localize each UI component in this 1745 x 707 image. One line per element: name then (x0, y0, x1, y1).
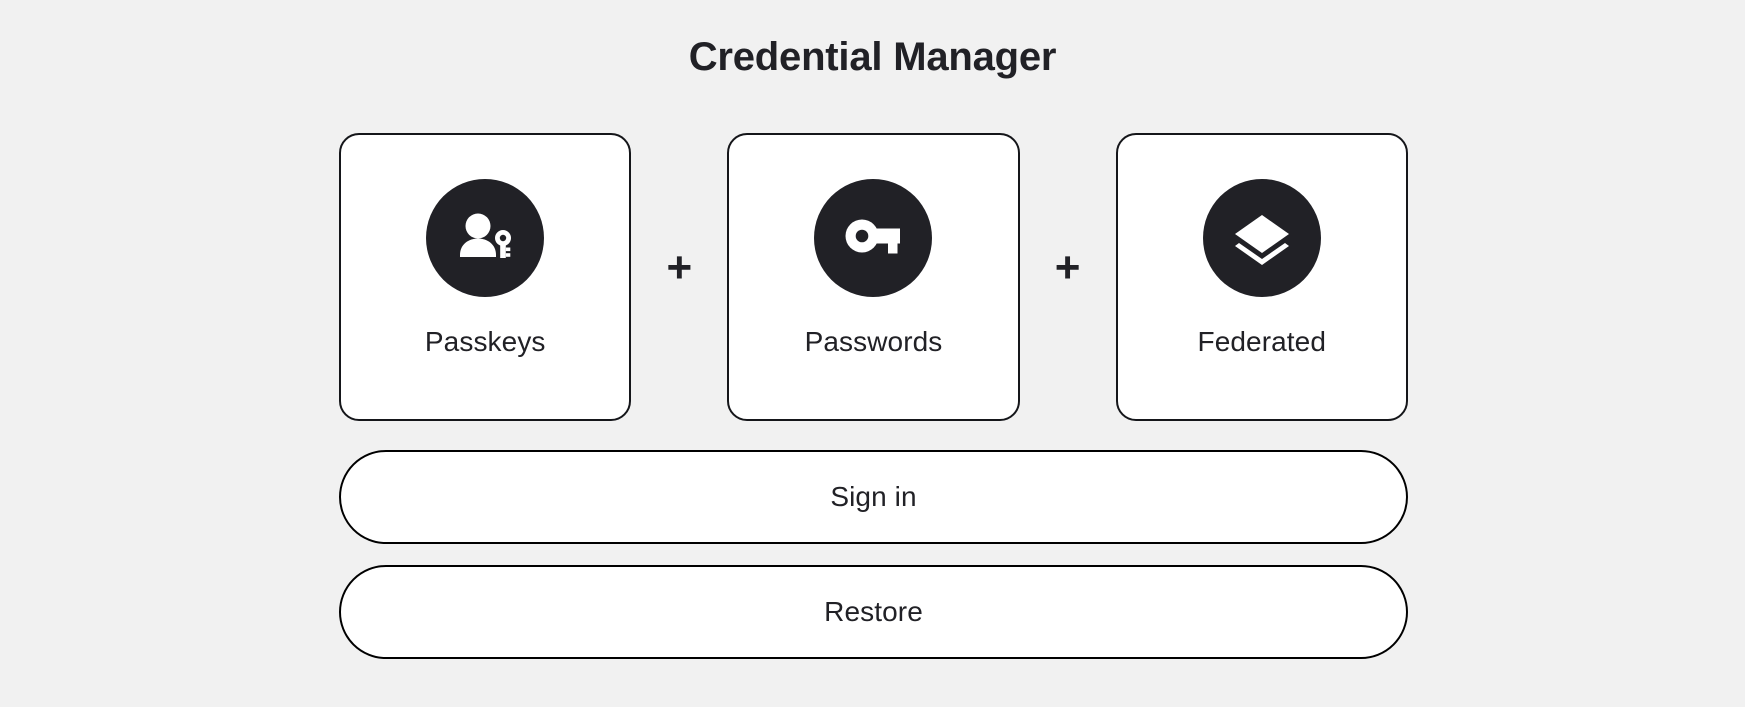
sign-in-button[interactable]: Sign in (339, 450, 1408, 544)
person-key-icon (426, 179, 545, 297)
key-icon (814, 179, 933, 297)
layers-icon (1202, 179, 1321, 297)
plus-separator-1: + (666, 243, 693, 292)
credential-card-passwords[interactable]: Passwords (727, 133, 1020, 421)
credential-card-label: Passwords (804, 326, 943, 357)
credential-types-row: Passkeys + Passwords + (339, 133, 1408, 421)
restore-button[interactable]: Restore (339, 565, 1408, 659)
page-title: Credential Manager (688, 35, 1057, 79)
credential-card-federated[interactable]: Federated (1115, 133, 1408, 421)
credential-card-passkeys[interactable]: Passkeys (339, 133, 632, 421)
plus-separator-2: + (1054, 243, 1081, 292)
credential-card-label: Passkeys (424, 326, 546, 357)
credential-card-label: Federated (1197, 326, 1327, 357)
